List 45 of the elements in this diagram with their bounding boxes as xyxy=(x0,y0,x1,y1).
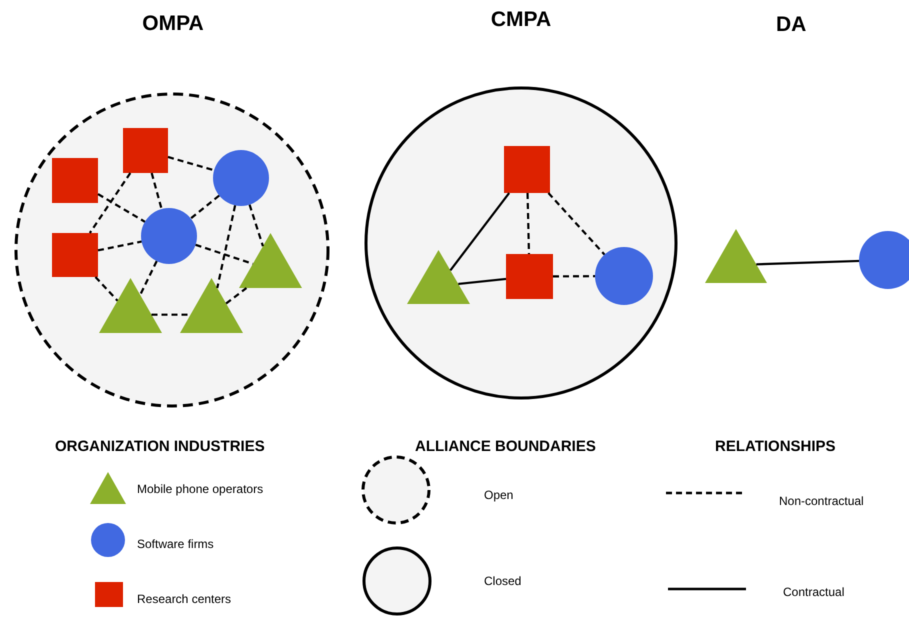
heading: RELATIONSHIPS xyxy=(715,437,836,457)
mobile-operator-triangle xyxy=(407,250,470,304)
mobile-operator-triangle xyxy=(180,278,243,333)
dashed-connector xyxy=(548,192,606,256)
dashed-connector xyxy=(248,204,264,247)
research-center-square xyxy=(123,128,168,173)
dashed-connector xyxy=(225,287,248,304)
dashed-connector xyxy=(526,192,530,254)
dashed-connector xyxy=(88,172,132,234)
mobile-operator-triangle xyxy=(239,233,302,288)
heading: DA xyxy=(776,12,806,38)
dashed-connector xyxy=(94,276,118,302)
legend-label: Closed xyxy=(484,573,522,590)
legend-label: Mobile phone operators xyxy=(137,481,264,498)
research-center-square xyxy=(504,146,550,193)
dashed-connector xyxy=(98,240,142,252)
dashed-connector xyxy=(190,194,220,220)
legend-label: Research centers xyxy=(137,591,232,608)
software-firm-circle xyxy=(213,150,269,206)
dashed-connector xyxy=(152,314,190,316)
software-firm-circle xyxy=(595,247,653,305)
heading: ORGANIZATION INDUSTRIES xyxy=(55,437,265,457)
dashed-connector xyxy=(216,205,236,288)
dashed-connector xyxy=(168,156,214,172)
dashed-connector xyxy=(195,244,254,265)
cluster-label: OMPA xyxy=(141,11,205,37)
legend-label: Non-contractual xyxy=(779,493,864,510)
mobile-operator-triangle xyxy=(99,278,162,333)
dashed-connector xyxy=(139,260,158,296)
research-center-square xyxy=(506,254,553,299)
research-center-square xyxy=(52,233,98,277)
solid-connector xyxy=(458,278,506,286)
software-firm-circle xyxy=(141,208,197,264)
cluster-label: CMPA xyxy=(490,7,552,33)
research-center-square xyxy=(52,158,98,203)
dashed-connector xyxy=(150,172,163,210)
solid-connector xyxy=(756,260,860,266)
dashed-connector xyxy=(553,275,595,278)
dashed-connector xyxy=(97,193,146,223)
mobile-operator-triangle xyxy=(705,229,767,283)
legend-label: Open xyxy=(484,487,514,504)
legend-label: Software firms xyxy=(137,536,214,553)
legend-label: Contractual xyxy=(783,584,844,601)
solid-connector xyxy=(450,192,510,272)
heading: ALLIANCE BOUNDARIES xyxy=(415,437,596,457)
